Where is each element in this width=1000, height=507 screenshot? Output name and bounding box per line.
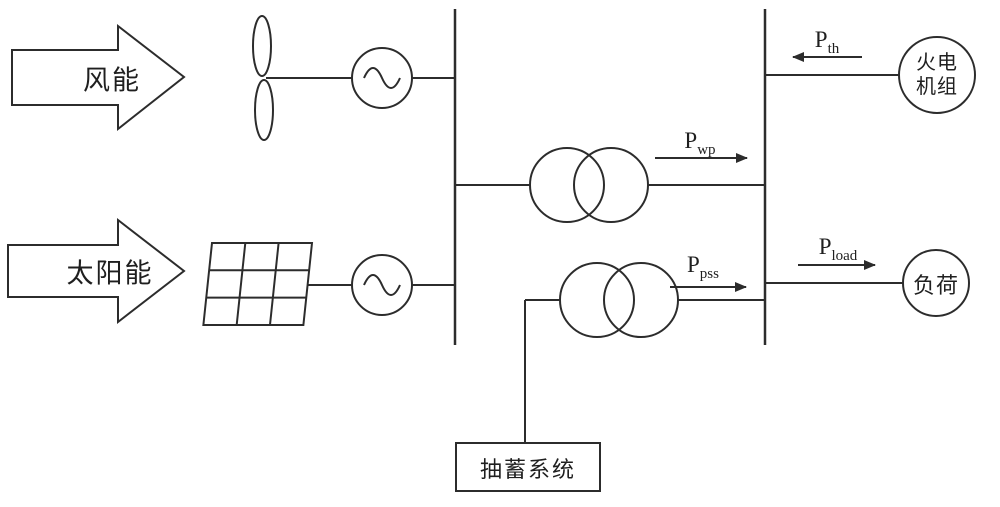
- p-th-subscript: th: [827, 40, 840, 57]
- thermal-unit-label-line2: 机组: [916, 76, 958, 98]
- thermal-unit-label: 火电 机组: [916, 51, 958, 99]
- thermal-unit-label-line1: 火电: [916, 52, 958, 74]
- p-th-label: Pth: [815, 27, 839, 57]
- p-wp-subscript: wp: [697, 141, 716, 158]
- p-load-symbol: P: [818, 234, 832, 260]
- load-label: 负荷: [912, 273, 960, 298]
- p-th-symbol: P: [814, 27, 828, 53]
- transformer-upper-icon: [455, 147, 765, 223]
- wind-generator-icon: [351, 47, 455, 109]
- solar-generator-icon: [308, 254, 455, 316]
- p-load-label: Pload: [819, 234, 858, 264]
- p-pss-subscript: pss: [699, 265, 719, 282]
- p-wp-label: Pwp: [684, 128, 715, 158]
- p-wp-symbol: P: [684, 128, 698, 154]
- solar-panel-icon: [202, 242, 314, 326]
- solar-energy-label: 太阳能: [66, 258, 154, 289]
- solar-block-arrow-icon: [7, 217, 186, 325]
- wind-energy-label: 风能: [83, 65, 141, 96]
- wind-turbine-icon: [252, 15, 352, 141]
- pumped-storage-label: 抽蓄系统: [479, 457, 577, 482]
- thermal-unit-icon: [765, 36, 976, 114]
- wind-block-arrow-icon: [11, 23, 186, 132]
- p-pss-symbol: P: [687, 252, 700, 278]
- p-load-subscript: load: [831, 247, 858, 264]
- transformer-lower-icon: [524, 262, 765, 443]
- load-icon: [765, 249, 970, 317]
- p-pss-label: Ppss: [687, 252, 719, 282]
- pumped-storage-box: [455, 442, 601, 492]
